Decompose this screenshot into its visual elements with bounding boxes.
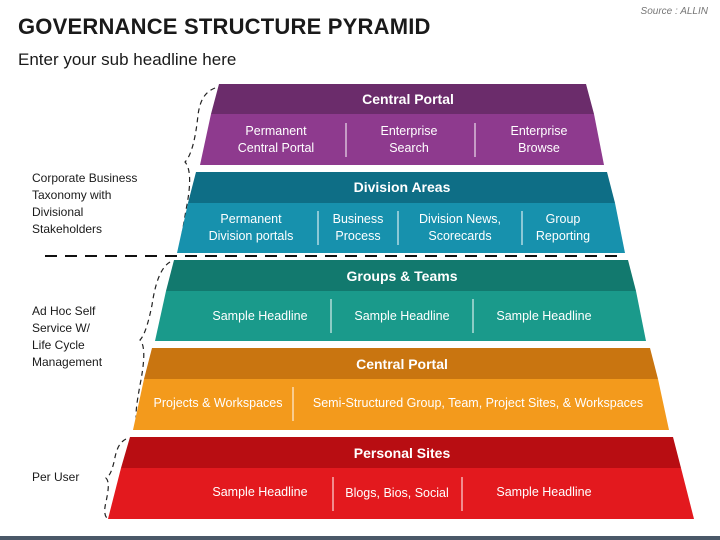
tier-4-cell-1: Projects & Workspaces [154, 396, 283, 410]
tier-1-cell-1-line-1: Permanent [245, 124, 307, 138]
tier-division-areas: Division Areas Permanent Division portal… [177, 172, 625, 253]
tier-1-cell-2-line-1: Enterprise [381, 124, 438, 138]
tier-3-header-band [166, 260, 636, 291]
tier-3-body-band [155, 291, 646, 341]
tier-2-cell-3-line-1: Division News, [419, 212, 501, 226]
tier-4-cell-2: Semi-Structured Group, Team, Project Sit… [313, 396, 643, 410]
tier-1-header: Central Portal [362, 91, 454, 107]
side-label-middle: Ad Hoc Self Service W/ Life Cycle Manage… [32, 304, 103, 369]
tier-5-cell-2: Blogs, Bios, Social [345, 486, 449, 500]
side-label-top: Corporate Business Taxonomy with Divisio… [32, 171, 138, 236]
page-title: GOVERNANCE STRUCTURE PYRAMID [18, 14, 431, 39]
tier-central-portal-top: Central Portal Permanent Central Portal … [200, 84, 604, 165]
tier-2-cell-2-line-1: Business [333, 212, 384, 226]
tier-personal-sites: Personal Sites Sample Headline Blogs, Bi… [108, 437, 694, 519]
tier-2-cell-1-line-2: Division portals [209, 229, 294, 243]
brace-middle [135, 261, 171, 427]
tier-2-body-band [177, 203, 625, 253]
tier-1-header-band [211, 84, 594, 114]
tier-5-header-band [121, 437, 681, 468]
tier-5-header: Personal Sites [354, 445, 451, 461]
source-note: Source : ALLIN [640, 6, 708, 17]
tier-3-cell-3: Sample Headline [496, 309, 591, 323]
tier-1-cell-3-line-1: Enterprise [511, 124, 568, 138]
tier-2-cell-1-line-1: Permanent [220, 212, 282, 226]
tier-2-cell-3-line-2: Scorecards [428, 229, 491, 243]
bottom-bar [0, 536, 720, 540]
page-subtitle: Enter your sub headline here [18, 50, 237, 69]
tier-2-header: Division Areas [354, 179, 451, 195]
tier-groups-teams: Groups & Teams Sample Headline Sample He… [155, 260, 646, 341]
tier-3-header: Groups & Teams [347, 268, 458, 284]
brace-bottom [104, 438, 127, 520]
side-label-bottom: Per User [32, 470, 80, 484]
tier-1-cell-1-line-2: Central Portal [238, 141, 314, 155]
tier-1-cell-3-line-2: Browse [518, 141, 560, 155]
tier-4-body-band [133, 379, 669, 430]
tier-3-cell-1: Sample Headline [212, 309, 307, 323]
tier-1-body-band [200, 114, 604, 165]
tier-2-cell-4-line-2: Reporting [536, 229, 590, 243]
tier-2-cell-2-line-2: Process [335, 229, 380, 243]
tier-5-cell-3: Sample Headline [496, 485, 591, 499]
tier-5-cell-1: Sample Headline [212, 485, 307, 499]
tier-4-header-band [144, 348, 658, 379]
tier-2-header-band [188, 172, 615, 203]
tier-3-cell-2: Sample Headline [354, 309, 449, 323]
tier-central-portal-lower: Central Portal Projects & Workspaces Sem… [133, 348, 669, 430]
tier-4-header: Central Portal [356, 356, 448, 372]
tier-2-cell-4-line-1: Group [546, 212, 581, 226]
tier-5-body-band [108, 468, 694, 519]
tier-1-cell-2-line-2: Search [389, 141, 429, 155]
